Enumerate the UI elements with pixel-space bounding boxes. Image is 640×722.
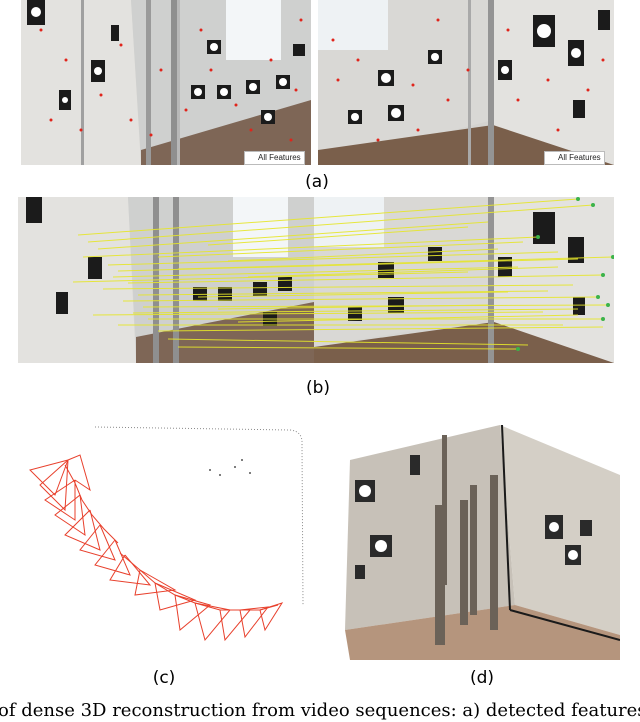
- room-corner-features-image-left: [21, 0, 311, 165]
- panel-a-left-image: All Features: [21, 0, 311, 165]
- legend-swatch: [548, 157, 555, 159]
- room-corner-features-image-right: [318, 0, 614, 165]
- legend-text: All Features: [558, 153, 601, 162]
- label-b: (b): [305, 378, 331, 398]
- label-a: (a): [305, 172, 329, 192]
- panel-b-matches-image: [18, 197, 614, 363]
- legend-text: All Features: [258, 153, 301, 162]
- label-c: (c): [152, 668, 176, 688]
- panel-c-camera-trajectory: [20, 405, 310, 660]
- panel-d-point-cloud: [330, 405, 620, 660]
- label-d: (d): [469, 668, 495, 688]
- figure-caption: of dense 3D reconstruction from video se…: [0, 700, 640, 721]
- legend-all-features-right: All Features: [544, 151, 605, 165]
- camera-trajectory-plot: [20, 405, 310, 660]
- panel-a-right-image: All Features: [318, 0, 614, 165]
- feature-matches-image: [18, 197, 614, 363]
- legend-all-features-left: All Features: [244, 151, 305, 165]
- legend-swatch: [248, 157, 255, 159]
- dense-point-cloud-image: [330, 405, 620, 660]
